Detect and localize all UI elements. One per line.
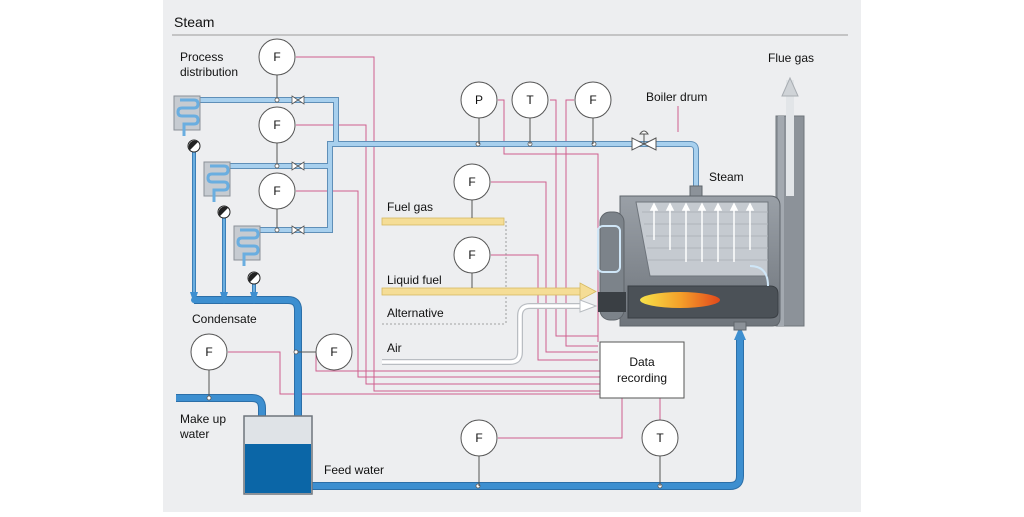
instrument-steam-p: P: [460, 81, 498, 144]
diagram-title: Steam: [174, 14, 214, 30]
boiler-drum-label: Boiler drum: [646, 90, 707, 104]
alternative-label: Alternative: [387, 306, 444, 320]
process-distribution-label-2: distribution: [180, 65, 238, 79]
feed-water-tank: [243, 415, 313, 495]
instrument-label: F: [475, 431, 482, 445]
makeup-water-label-2: water: [179, 427, 209, 441]
steam-valve: [631, 130, 657, 151]
distribution-valves: [291, 95, 305, 235]
instrument-liquid-fuel-f: F: [453, 236, 491, 288]
boiler: [597, 76, 805, 331]
instrument-label: T: [656, 431, 664, 445]
fuel-lines: [381, 217, 598, 365]
data-recording-label-1: Data: [629, 355, 655, 369]
liquid-fuel-label: Liquid fuel: [387, 273, 442, 287]
instrument-steam-t: T: [511, 81, 549, 144]
instrument-label: F: [273, 184, 280, 198]
condensate-label: Condensate: [192, 312, 257, 326]
instrument-label: P: [475, 93, 483, 107]
instrument-label: F: [330, 345, 337, 359]
text-labels: Process distribution Condensate Make up …: [179, 50, 814, 477]
flue-gas-label: Flue gas: [768, 51, 814, 65]
data-recording-box: [599, 341, 685, 399]
data-recording-label-2: recording: [617, 371, 667, 385]
instrument-steam-f: F: [574, 81, 612, 144]
fuel-gas-label: Fuel gas: [387, 200, 433, 214]
water-pipes: [176, 146, 744, 490]
process-consumers: [173, 95, 261, 266]
steam-label: Steam: [709, 170, 744, 184]
instrument-proc-f1: F: [258, 38, 296, 103]
instrument-circles: F F F P T F: [190, 38, 679, 486]
process-distribution-label-1: Process: [180, 50, 223, 64]
instrument-label: F: [589, 93, 596, 107]
steam-traps: [187, 139, 261, 285]
signal-lines: [228, 56, 679, 439]
instrument-label: T: [526, 93, 534, 107]
instrument-label: F: [205, 345, 212, 359]
instrument-feed-f: F: [460, 419, 498, 486]
junction-dots: [191, 297, 257, 303]
feed-water-label: Feed water: [324, 463, 384, 477]
instrument-condensate-f: F: [298, 333, 353, 371]
air-label: Air: [387, 341, 402, 355]
instrument-feed-t: T: [641, 419, 679, 486]
instrument-makeup-f: F: [190, 333, 228, 401]
fuel-gas-pipe: [381, 217, 505, 226]
instrument-proc-f3: F: [258, 172, 296, 233]
makeup-water-label-1: Make up: [180, 412, 226, 426]
liquid-fuel-pipe: [381, 287, 583, 296]
instrument-label: F: [273, 50, 280, 64]
instrument-fuel-gas-f: F: [453, 163, 491, 218]
instrument-label: F: [273, 118, 280, 132]
instrument-label: F: [468, 248, 475, 262]
steam-pipes: [200, 97, 699, 233]
instrument-proc-f2: F: [258, 106, 296, 169]
instrument-label: F: [468, 175, 475, 189]
